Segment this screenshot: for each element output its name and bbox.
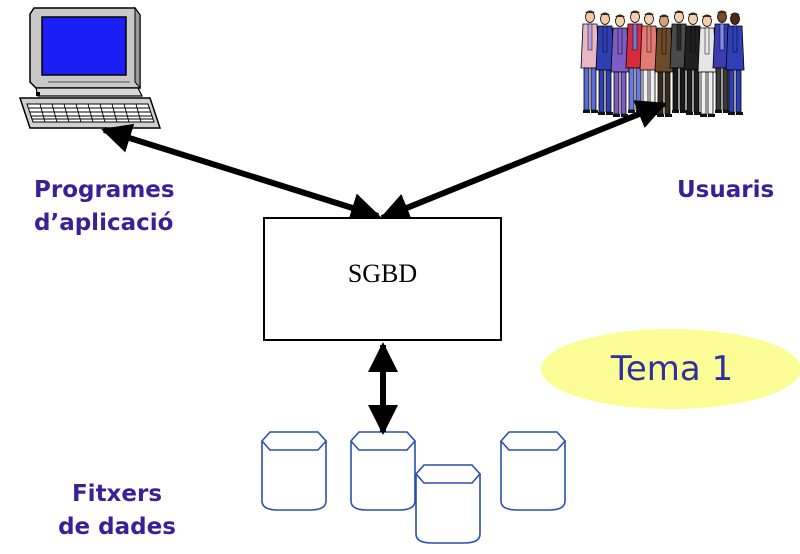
topic-badge: Tema 1 (541, 329, 800, 409)
person-figure (625, 10, 645, 113)
data-files-line2: de dades (58, 514, 176, 541)
data-files-line1: Fitxers (71, 481, 163, 507)
data-files-group (260, 431, 567, 544)
arrow-programs-dbms (101, 123, 381, 223)
people-group-icon (580, 10, 745, 117)
application-programs-label: Programes d’aplicació (34, 174, 175, 241)
topic-badge-label: Tema 1 (610, 349, 734, 389)
application-programs-line2: d’aplicació (34, 210, 174, 237)
person-figure (683, 12, 703, 115)
dbms-box: SGBD (263, 217, 502, 341)
data-file-cylinder-icon (414, 464, 482, 544)
users-label-text: Usuaris (677, 177, 775, 203)
application-programs-line1: Programes (34, 177, 175, 203)
data-files-label: Fitxers de dades (42, 478, 192, 545)
computer-icon (18, 6, 162, 129)
users-label: Usuaris (677, 174, 774, 207)
arrows (101, 100, 667, 435)
person-figure (669, 10, 689, 113)
person-figure (697, 14, 717, 117)
arrow-users-dbms (379, 100, 667, 222)
data-file-cylinder-icon (349, 431, 417, 511)
person-figure (725, 12, 745, 115)
data-file-cylinder-icon (260, 431, 328, 511)
data-file-cylinder-icon (499, 431, 567, 511)
dbms-label: SGBD (347, 259, 418, 288)
